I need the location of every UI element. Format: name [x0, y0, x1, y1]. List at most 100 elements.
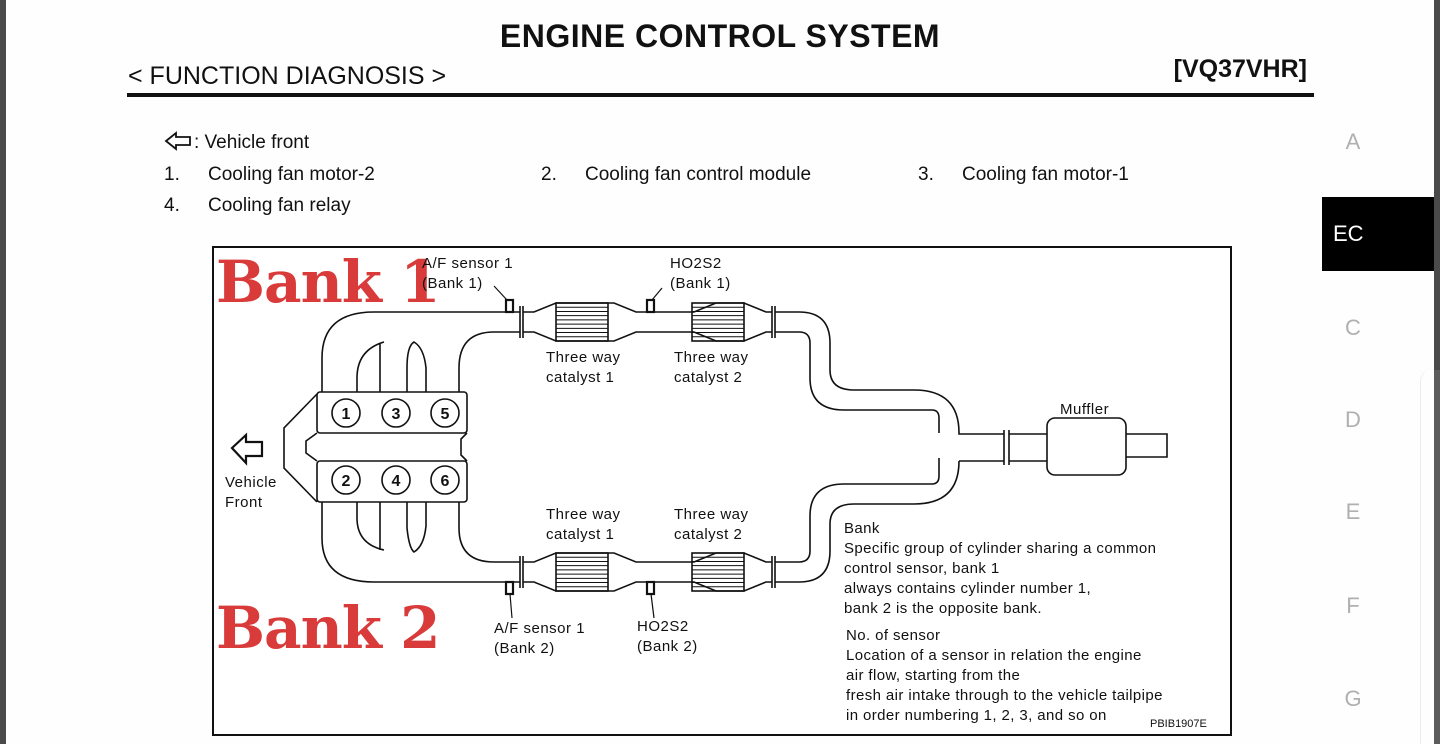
- nav-item-g[interactable]: G: [1344, 686, 1362, 711]
- runner: [406, 341, 427, 392]
- cylinder-number: 2: [342, 473, 351, 490]
- cylinder-3: [381, 398, 411, 428]
- item-number: 1.: [164, 164, 180, 185]
- note-line: Location of a sensor in relation the eng…: [846, 647, 1142, 664]
- runner: [406, 502, 427, 553]
- header-divider: [127, 93, 1314, 97]
- flange: [519, 556, 524, 588]
- item-number: 3.: [918, 164, 934, 185]
- runner: [356, 502, 385, 551]
- pipe-bank2-route-outer: [775, 460, 960, 583]
- muffler-label: Muffler: [1060, 401, 1110, 418]
- scrollbar-track[interactable]: [1434, 0, 1440, 744]
- manifold-bank1-outer: [321, 311, 510, 392]
- catalyst-hatching: [556, 306, 744, 588]
- cylinder-number: 1: [342, 406, 351, 423]
- note-line: bank 2 is the opposite bank.: [844, 600, 1042, 617]
- cylinder-5: [430, 398, 460, 428]
- flange: [519, 306, 524, 338]
- pipe-bottom-upper: [510, 552, 772, 563]
- ho2s2-bank1-icon: [645, 298, 656, 314]
- cylinder-number: 3: [392, 406, 401, 423]
- component-item: 2.Cooling fan control module: [541, 164, 811, 186]
- af-sensor-bank2-icon: [504, 580, 515, 596]
- exhaust-system-diagram: 1 3 5 2 4 6 Bank 1 Bank 2 A/F sensor 1 (…: [212, 246, 1232, 736]
- leader-line: [650, 593, 655, 619]
- flange: [1003, 430, 1010, 465]
- panel-edge: [1420, 368, 1435, 744]
- tailpipe: [1126, 433, 1168, 458]
- note-title: Bank: [844, 520, 880, 537]
- leader-line: [651, 287, 663, 301]
- cylinder-number: 4: [392, 473, 401, 490]
- figure-code: PBIB1907E: [1150, 718, 1207, 730]
- catalyst-2-bank2-label: Three way catalyst 2: [674, 506, 749, 543]
- vehicle-front-label: Vehicle Front: [225, 474, 277, 511]
- pipe-merge: [958, 433, 1047, 462]
- vehicle-front-arrow: [230, 432, 264, 466]
- cylinder-number: 5: [441, 406, 450, 423]
- item-label: Cooling fan motor-2: [208, 164, 375, 185]
- note-line: in order numbering 1, 2, 3, and so on: [846, 707, 1107, 724]
- cylinder-1: [331, 398, 361, 428]
- arrow-left-outline-icon: [164, 131, 191, 151]
- note-line: always contains cylinder number 1,: [844, 580, 1092, 597]
- runner: [356, 341, 385, 392]
- cylinder-head-bank1: [316, 391, 468, 434]
- note-line: air flow, starting from the: [846, 667, 1021, 684]
- note-line: control sensor, bank 1: [844, 560, 1000, 577]
- page-title: ENGINE CONTROL SYSTEM: [499, 18, 941, 54]
- muffler-body: [1046, 417, 1127, 476]
- manifold-bank2-outer: [321, 502, 510, 583]
- component-item: 3. Cooling fan motor-1: [918, 164, 1129, 186]
- window-edge-left: [0, 0, 6, 744]
- pipe-top-lower: [510, 331, 772, 342]
- cylinder-2: [331, 465, 361, 495]
- ho2s2-bank2-icon: [645, 580, 656, 596]
- cylinder-6: [430, 465, 460, 495]
- pipe-bank1-route-inner: [775, 331, 940, 433]
- bank-definition-note: Bank Specific group of cylinder sharing …: [844, 519, 1156, 619]
- note-title: No. of sensor: [846, 627, 941, 644]
- scrollbar-thumb[interactable]: [1434, 0, 1440, 370]
- item-label: Cooling fan motor-1: [962, 164, 1129, 185]
- note-line: fresh air intake through to the vehicle …: [846, 687, 1163, 704]
- component-item: 4. Cooling fan relay: [164, 195, 351, 217]
- manifold-bank1-inner: [458, 331, 510, 392]
- item-label: Cooling fan relay: [208, 195, 351, 216]
- catalyst-1-bank1: [555, 302, 609, 342]
- note-line: Specific group of cylinder sharing a com…: [844, 540, 1157, 557]
- engine-front-cover: [283, 393, 318, 503]
- manifold-bank2-inner: [458, 502, 510, 563]
- legend-text: : Vehicle front: [194, 132, 310, 153]
- catalyst-2-bank1-label: Three way catalyst 2: [674, 349, 749, 386]
- cylinder-head-bank2: [316, 460, 468, 503]
- legend-vehicle-front: : Vehicle front: [164, 131, 309, 154]
- pipe-bank1-route: [775, 311, 960, 434]
- nav-item-e[interactable]: E: [1345, 499, 1361, 524]
- catalyst-2-bank1: [691, 302, 745, 342]
- sensor-number-note: No. of sensor Location of a sensor in re…: [846, 626, 1163, 726]
- cylinder-number: 6: [441, 473, 450, 490]
- item-number: 4.: [164, 195, 180, 216]
- flange: [771, 306, 776, 338]
- af-sensor-bank1-icon: [504, 298, 515, 314]
- nav-item-ec[interactable]: EC: [1322, 197, 1434, 271]
- catalyst-1-bank2-label: Three way catalyst 1: [546, 506, 621, 543]
- af-sensor-bank2-label: A/F sensor 1 (Bank 2): [494, 620, 586, 657]
- ho2s2-bank2-label: HO2S2 (Bank 2): [637, 618, 698, 655]
- nav-item-a[interactable]: A: [1345, 129, 1361, 154]
- ho2s2-bank1-label: HO2S2 (Bank 1): [670, 255, 731, 292]
- engine-block: [305, 432, 468, 462]
- cylinder-4: [381, 465, 411, 495]
- nav-item-f[interactable]: F: [1346, 593, 1360, 618]
- nav-item-c[interactable]: C: [1345, 315, 1361, 340]
- af-sensor-bank1-label: A/F sensor 1 (Bank 1): [422, 255, 514, 292]
- nav-item-d[interactable]: D: [1345, 407, 1361, 432]
- catalyst-1-bank1-label: Three way catalyst 1: [546, 349, 621, 386]
- item-label: Cooling fan control module: [585, 164, 812, 185]
- bank1-label: Bank 1: [216, 248, 441, 316]
- diagram-drawing: 1 3 5 2 4 6: [230, 285, 1168, 619]
- component-item: 1. Cooling fan motor-2: [164, 164, 375, 186]
- section-index-nav: A EC C D E F G: [1322, 0, 1434, 744]
